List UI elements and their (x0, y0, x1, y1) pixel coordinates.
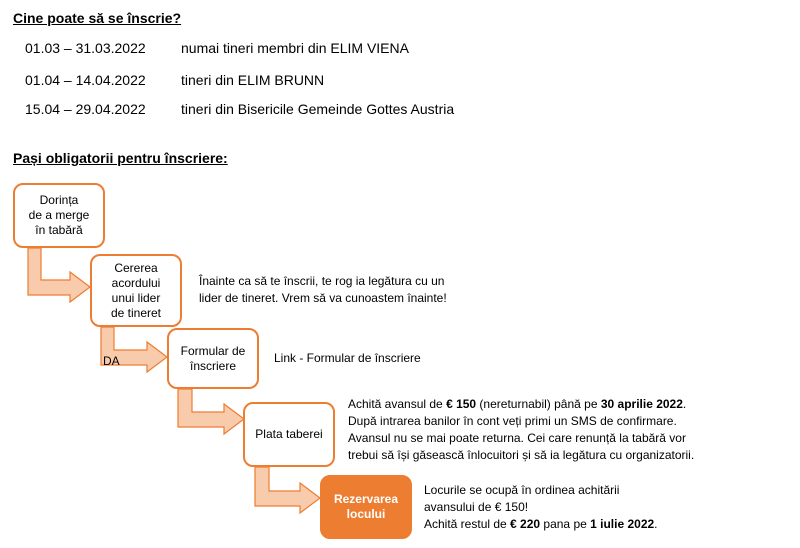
bent-arrow-1 (27, 247, 91, 304)
date-range: 15.04 – 29.04.2022 (25, 101, 146, 117)
desc-line: avansului de € 150! (424, 500, 529, 514)
bent-arrow-2 (100, 326, 168, 374)
desc-place-reservation: Locurile se ocupă în ordinea achitării a… (424, 482, 658, 533)
step-label: Plata taberei (255, 427, 323, 441)
eligible-group: numai tineri membri din ELIM VIENA (181, 40, 409, 56)
desc-line: După intrarea banilor în cont veți primi… (348, 414, 677, 428)
date-range: 01.03 – 31.03.2022 (25, 40, 146, 56)
step-box-registration-form: Formular de înscriere (167, 328, 259, 389)
desc-line: Locurile se ocupă în ordinea achitării (424, 483, 620, 497)
desc-line: Avansul nu se mai poate returna. Cei car… (348, 431, 686, 445)
form-link[interactable]: Link - Formular de înscriere (274, 351, 421, 365)
bent-arrow-3 (177, 388, 245, 436)
step-box-leader-approval: Cererea acordului unui lider de tineret (90, 254, 182, 327)
da-label: DA (103, 354, 120, 368)
desc-leader-approval: Înainte ca să te înscrii, te rog ia legă… (199, 273, 447, 307)
deadline: 30 aprilie 2022 (600, 397, 683, 411)
text: (nereturnabil) până pe (476, 397, 601, 411)
step-box-place-reservation: Rezervarea locului (320, 475, 412, 539)
section-title-who-can-register: Cine poate să se înscrie? (13, 10, 182, 26)
amount: € 150 (446, 397, 477, 411)
desc-line: Achită avansul de € 150 (nereturnabil) p… (348, 396, 694, 413)
desc-registration-form-link[interactable]: Link - Formular de înscriere (274, 350, 421, 367)
deadline: 1 iulie 2022 (590, 517, 655, 531)
step-label: Dorința de a merge în tabără (28, 193, 90, 237)
text: Achită restul de (424, 517, 511, 531)
text: . (654, 517, 658, 531)
desc-line: trebui să își găsească înlocuitori și să… (348, 448, 695, 462)
step-label: Cererea acordului unui lider de tineret (110, 260, 162, 320)
step-box-desire: Dorința de a merge în tabără (13, 183, 105, 248)
text: . (682, 397, 687, 411)
desc-line: lider de tineret. Vrem să va cunoastem î… (199, 291, 447, 305)
date-range: 01.04 – 14.04.2022 (25, 72, 146, 88)
section-title-required-steps: Pași obligatorii pentru înscriere: (13, 150, 228, 166)
amount: € 220 (510, 517, 541, 531)
text: Achită avansul de (348, 397, 447, 411)
eligible-group: tineri din Bisericile Gemeinde Gottes Au… (181, 101, 455, 117)
bent-arrow-4 (254, 466, 321, 515)
desc-camp-payment: Achită avansul de € 150 (nereturnabil) p… (348, 396, 694, 464)
eligible-group: tineri din ELIM BRUNN (181, 72, 325, 88)
desc-line: Achită restul de € 220 pana pe 1 iulie 2… (424, 516, 658, 533)
step-label: Rezervarea locului (333, 492, 399, 521)
desc-line: Înainte ca să te înscrii, te rog ia legă… (199, 274, 445, 288)
text: pana pe (540, 517, 591, 531)
step-label: Formular de înscriere (180, 343, 246, 373)
step-box-camp-payment: Plata taberei (243, 402, 335, 467)
